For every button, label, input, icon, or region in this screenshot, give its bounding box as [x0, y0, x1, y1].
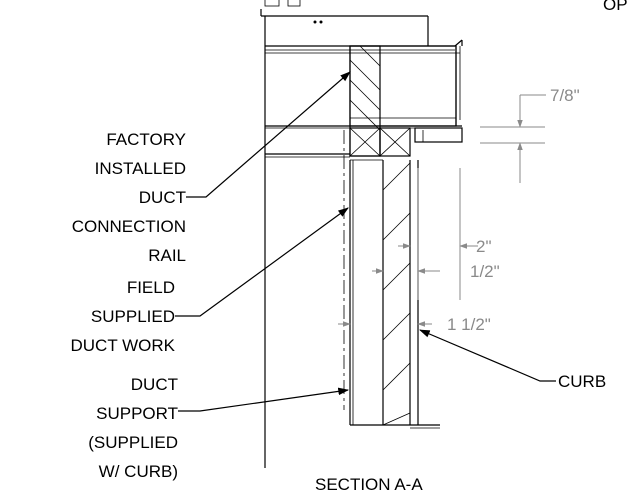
svg-text:FACTORY: FACTORY: [106, 130, 186, 149]
leader-lines: [175, 71, 556, 412]
svg-text:SUPPLIED: SUPPLIED: [91, 307, 175, 326]
unit-casing: [264, 16, 463, 468]
label-rail: FACTORY INSTALLED DUCT CONNECTION RAIL: [72, 130, 186, 265]
top-fragment: [260, 0, 429, 46]
label-support: DUCT SUPPORT (SUPPLIED W/ CURB): [88, 375, 178, 481]
svg-text:1 1/2": 1 1/2": [447, 315, 491, 334]
svg-text:CONNECTION: CONNECTION: [72, 217, 186, 236]
label-ductwork: FIELD SUPPLIED DUCT WORK: [70, 278, 175, 355]
svg-text:DUCT WORK: DUCT WORK: [70, 336, 175, 355]
svg-text:SUPPORT: SUPPORT: [96, 404, 178, 423]
svg-text:FIELD: FIELD: [127, 278, 175, 297]
section-title: SECTION A-A: [315, 475, 423, 494]
svg-text:W/ CURB): W/ CURB): [99, 462, 178, 481]
svg-text:DUCT: DUCT: [139, 188, 186, 207]
dimension-labels: 7/8" 2" 1/2" 1 1/2": [447, 86, 580, 334]
svg-text:INSTALLED: INSTALLED: [95, 159, 186, 178]
corner-text: OP: [603, 0, 628, 14]
svg-text:RAIL: RAIL: [148, 246, 186, 265]
curb-wood-block: [349, 45, 411, 157]
svg-text:DUCT: DUCT: [131, 375, 178, 394]
svg-text:7/8": 7/8": [550, 86, 580, 105]
svg-text:(SUPPLIED: (SUPPLIED: [88, 433, 178, 452]
duct-and-curb: [343, 130, 440, 429]
dimension-lines: [338, 94, 546, 327]
svg-text:1/2": 1/2": [470, 262, 500, 281]
svg-text:2": 2": [476, 237, 492, 256]
label-curb: CURB: [558, 372, 606, 391]
